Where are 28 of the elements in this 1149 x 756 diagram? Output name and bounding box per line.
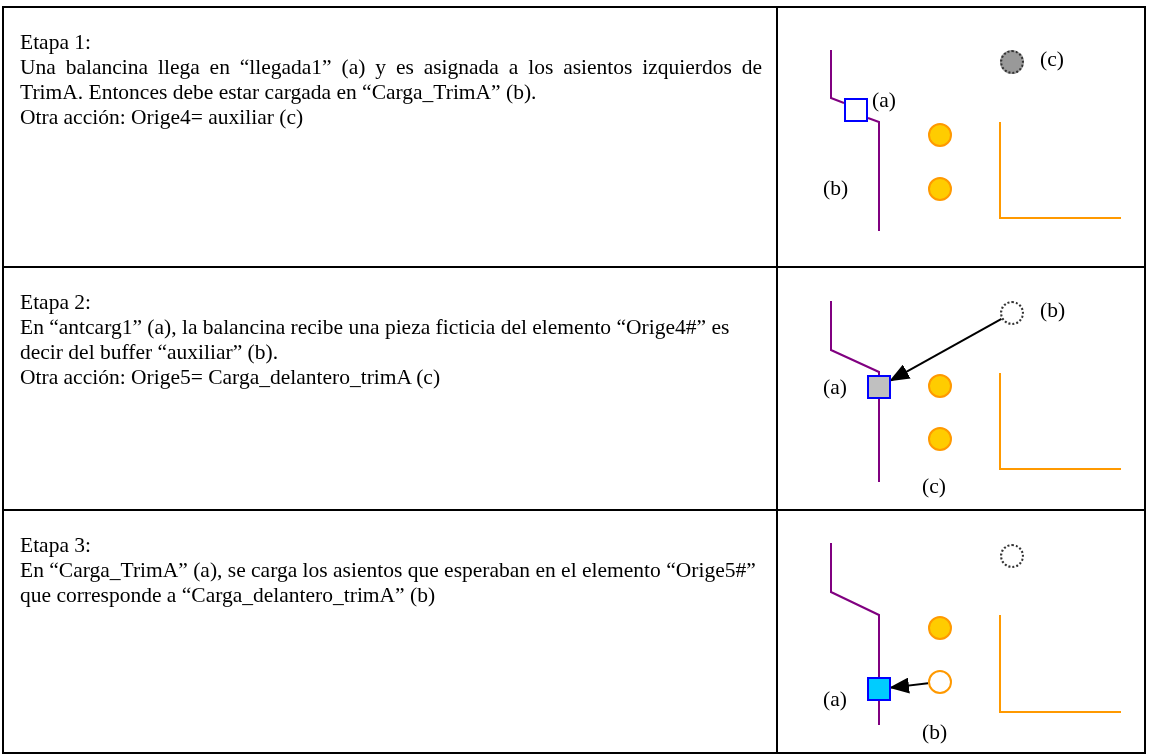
callout-letter: (c) (922, 474, 946, 499)
circle-marker (928, 123, 952, 147)
step-description: En “antcarg1” (a), la balancina recibe una pieza ficticia del elemento “Orige4#” es decir del buffer “auxiliar” (b). (20, 315, 731, 365)
circle-marker (928, 427, 952, 451)
step-heading: Etapa 3: (20, 533, 93, 558)
step-heading: Etapa 1: (20, 30, 93, 55)
callout-letter: (a) (823, 375, 847, 400)
callout-letter: (b) (922, 720, 948, 745)
callout-letter: (a) (823, 687, 847, 712)
note-text: Otra acción: Orige5= Carga_delantero_trimA (c) (20, 365, 442, 390)
square-marker (867, 677, 891, 701)
circle-marker (928, 616, 952, 640)
callout-letter: (b) (823, 176, 849, 201)
circle-marker (928, 670, 952, 694)
step-heading: Etapa 2: (20, 290, 93, 315)
note-text: Otra acción: Orige4= auxiliar (c) (20, 105, 305, 130)
square-marker (844, 98, 868, 122)
callout-letter: (b) (1040, 298, 1066, 323)
step-description: Una balancina llega en “llegada1” (a) y es asignada a los asientos izquierdos de TrimA. Entonces debe estar cargada en “Carga_TrimA” (b). (20, 55, 762, 105)
dotted-circle (1000, 544, 1024, 568)
square-marker (867, 375, 891, 399)
callout-letter: (c) (1040, 47, 1064, 72)
dotted-circle (1000, 301, 1024, 325)
dotted-circle (1000, 50, 1024, 74)
step-description: En “Carga_TrimA” (a), se carga los asientos que esperaban en el elemento “Orige5#” que corresponde a “Carga_delantero_trimA” (b) (20, 558, 757, 608)
callout-letter: (a) (872, 88, 896, 113)
circle-marker (928, 177, 952, 201)
circle-marker (928, 374, 952, 398)
